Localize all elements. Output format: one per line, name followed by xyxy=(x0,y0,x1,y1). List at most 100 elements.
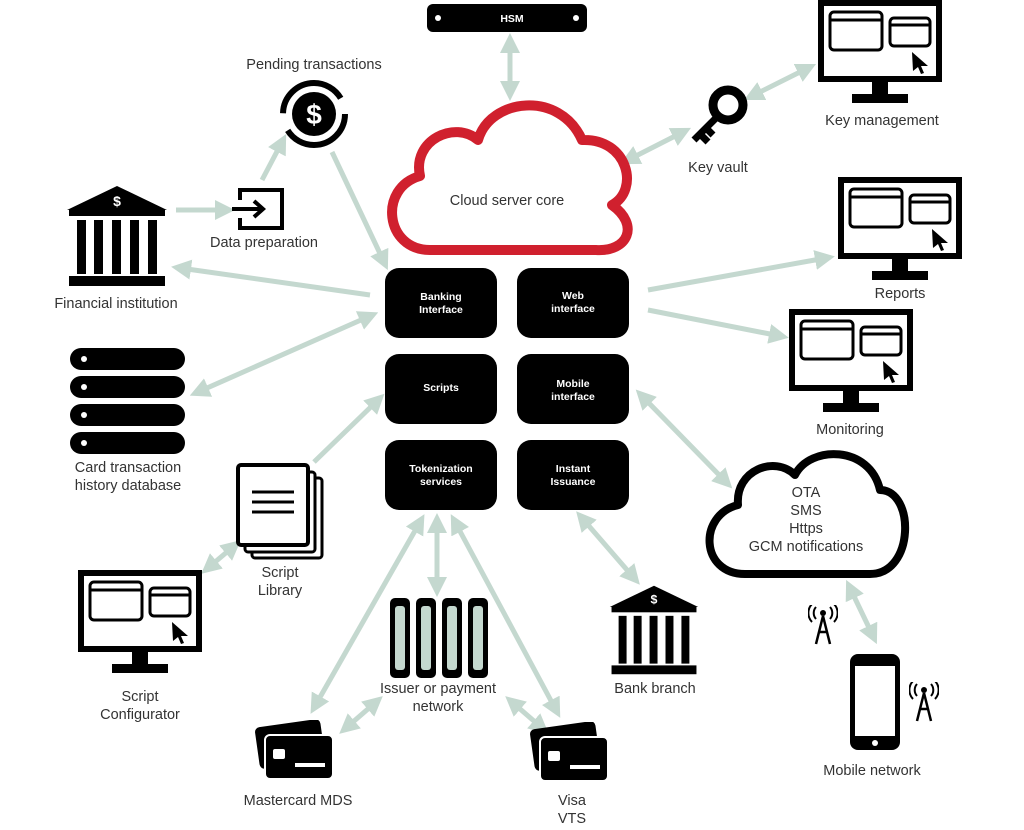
server-rack-icon xyxy=(390,598,488,678)
module-scripts[interactable]: Scripts xyxy=(385,354,497,424)
script-config-label: Script xyxy=(121,689,158,705)
cloud-server-core[interactable]: Cloud server core xyxy=(387,100,633,256)
hsm-node[interactable]: HSM xyxy=(427,4,587,32)
arrow-banking-financial xyxy=(171,259,371,298)
antenna-icon xyxy=(808,605,838,645)
arrow-token-visa xyxy=(450,514,561,718)
module-label: Tokenization xyxy=(409,463,472,475)
svg-text:$: $ xyxy=(306,99,322,130)
arrow-ota-phone xyxy=(845,579,878,645)
key-icon xyxy=(691,85,748,145)
monitor-icon xyxy=(841,180,959,280)
key-management-node[interactable]: Key management xyxy=(821,3,939,129)
pending-label: Pending transactions xyxy=(246,57,381,73)
arrow-dataprep-pending xyxy=(259,134,287,182)
ota-label: SMS xyxy=(790,503,821,519)
reports-node[interactable]: Reports xyxy=(841,180,959,302)
card-db-label: history database xyxy=(75,478,181,494)
data-prep-label: Data preparation xyxy=(210,235,318,251)
script-library-label: Script xyxy=(261,565,298,581)
bank-branch-node[interactable]: Bank branch xyxy=(609,585,699,697)
card-db-label: Card transaction xyxy=(75,460,181,476)
smartphone-icon xyxy=(850,654,900,750)
documents-icon xyxy=(236,463,324,560)
ota-label: Https xyxy=(789,521,823,537)
bank-icon xyxy=(67,186,167,286)
module-label: Interface xyxy=(419,304,463,316)
cloud-core-label: Cloud server core xyxy=(450,193,564,209)
monitor-icon xyxy=(792,312,910,412)
dollar-refresh-icon: $ xyxy=(280,80,348,148)
bank-branch-label: Bank branch xyxy=(614,681,695,697)
key-vault-node[interactable]: Key vault xyxy=(688,85,748,176)
key-mgmt-label: Key management xyxy=(825,113,939,129)
module-label: Web xyxy=(562,290,584,302)
mastercard-mds-node[interactable]: Mastercard MDS xyxy=(244,719,353,809)
monitoring-label: Monitoring xyxy=(816,422,884,438)
arrow-web-monitoring xyxy=(647,307,789,344)
mobile-network-label: Mobile network xyxy=(823,763,921,779)
module-label: interface xyxy=(551,303,595,315)
monitor-icon xyxy=(821,3,939,103)
connectors xyxy=(171,33,878,734)
arrow-issuer-visa xyxy=(505,696,549,734)
arrow-config-library xyxy=(201,540,241,574)
pending-transactions-node[interactable]: Pending transactions $ xyxy=(246,57,382,148)
arrow-token-mastercard xyxy=(310,514,425,714)
mobile-network-node[interactable]: Mobile network xyxy=(808,604,939,779)
key-vault-label: Key vault xyxy=(688,160,748,176)
monitoring-node[interactable]: Monitoring xyxy=(792,312,910,438)
arrow-library-scripts xyxy=(312,393,385,464)
issuer-label: Issuer or payment xyxy=(380,681,496,697)
antenna-icon xyxy=(909,682,939,722)
hsm-label: HSM xyxy=(500,13,524,25)
module-label: services xyxy=(420,476,462,488)
arrow-instant-bank xyxy=(576,511,640,585)
financial-institution-node[interactable]: Financial institution xyxy=(54,186,178,312)
credit-card-icon xyxy=(255,720,335,781)
module-label: Instant xyxy=(556,463,591,475)
cloud-icon xyxy=(705,450,910,578)
cloud-icon xyxy=(387,100,633,256)
credit-card-icon xyxy=(530,722,610,783)
card-transaction-db-node[interactable]: Card transaction history database xyxy=(70,348,185,494)
ota-label: GCM notifications xyxy=(749,539,863,555)
module-label: interface xyxy=(551,391,595,403)
module-label: Scripts xyxy=(423,382,459,394)
arrow-cloud-keyvault xyxy=(619,127,692,165)
module-label: Mobile xyxy=(556,378,589,390)
data-preparation-node[interactable]: Data preparation xyxy=(210,188,318,251)
script-library-label: Library xyxy=(258,583,303,599)
bank-icon xyxy=(609,585,699,675)
import-icon xyxy=(232,188,284,230)
visa-label: VTS xyxy=(558,811,586,827)
arrow-keyvault-keymgmt xyxy=(743,63,817,101)
arrow-web-reports xyxy=(647,250,835,293)
arrow-mastercard-issuer xyxy=(339,696,383,734)
monitor-icon xyxy=(81,573,199,673)
mastercard-label: Mastercard MDS xyxy=(244,793,353,809)
visa-label: Visa xyxy=(558,793,587,809)
database-server-icon xyxy=(70,348,185,454)
